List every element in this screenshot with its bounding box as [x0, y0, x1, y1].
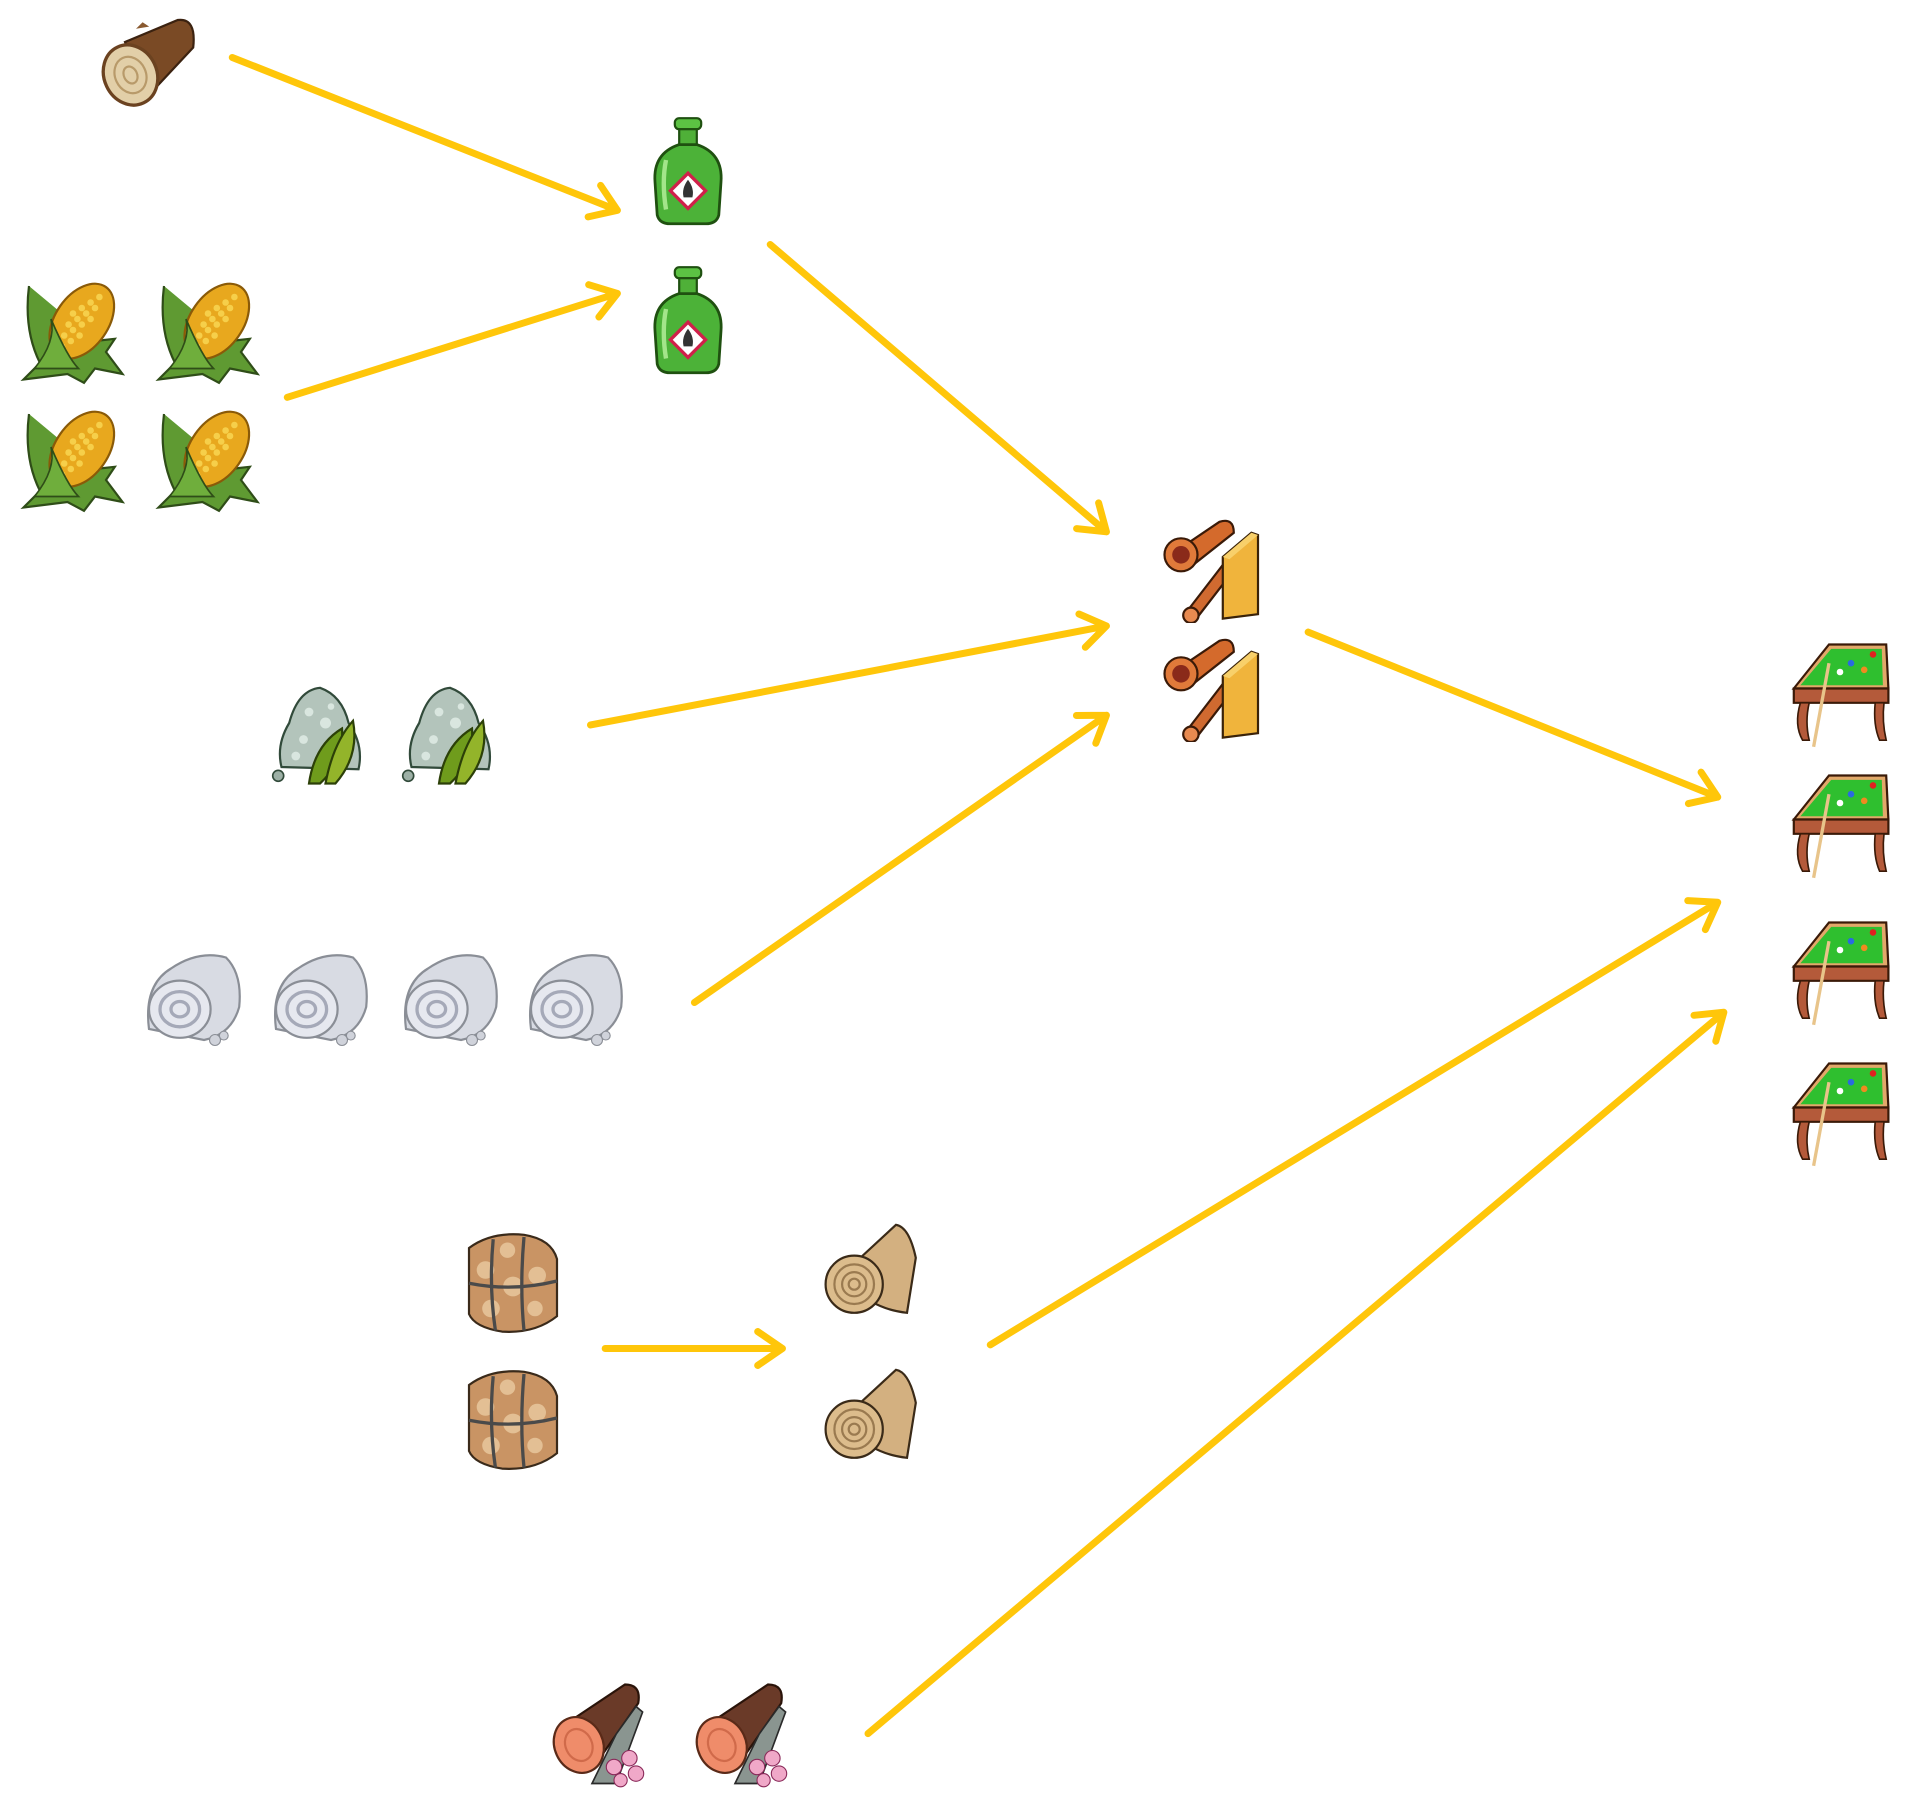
arrow-fabric-roll-to-pool-table: [986, 897, 1722, 1349]
arrow-cherry-wood-to-pool-table: [864, 1008, 1728, 1738]
cherry-wood-icon: [691, 1679, 801, 1789]
flammable-bottle-icon: [633, 116, 743, 226]
pool-table-icon: [1785, 1058, 1895, 1168]
log-icon: [92, 9, 202, 119]
corn-icon: [153, 403, 263, 513]
cotton-roll-icon: [395, 941, 505, 1051]
arrow-metal-bars-to-pool-table: [1304, 628, 1722, 808]
pool-table-icon: [1785, 917, 1895, 1027]
metal-pipe-bar-icon: [1159, 513, 1269, 623]
cotton-roll-icon: [520, 941, 630, 1051]
arrow-ethanol-bottle-to-metal-bars: [766, 241, 1110, 536]
corn-icon: [153, 275, 263, 385]
flammable-bottle-icon: [633, 265, 743, 375]
metal-pipe-bar-icon: [1159, 632, 1269, 742]
fabric-roll-icon: [819, 1361, 929, 1471]
arrow-wood-log-to-ethanol-bottle: [228, 53, 621, 221]
wool-bale-icon: [458, 1363, 568, 1473]
fabric-roll-icon: [819, 1216, 929, 1326]
corn-icon: [18, 275, 128, 385]
corn-icon: [18, 403, 128, 513]
cotton-roll-icon: [265, 941, 375, 1051]
arrow-corn-to-ethanol-bottle: [283, 281, 621, 401]
pool-table-icon: [1785, 770, 1895, 880]
herb-powder-icon: [395, 679, 505, 789]
arrow-herb-powder-to-metal-bars: [587, 610, 1110, 729]
cherry-wood-icon: [548, 1679, 658, 1789]
pool-table-icon: [1785, 639, 1895, 749]
arrow-wool-bale-to-fabric-roll: [601, 1328, 786, 1369]
arrow-cotton-roll-to-metal-bars: [690, 711, 1110, 1007]
herb-powder-icon: [265, 679, 375, 789]
cotton-roll-icon: [138, 941, 248, 1051]
wool-bale-icon: [458, 1226, 568, 1336]
